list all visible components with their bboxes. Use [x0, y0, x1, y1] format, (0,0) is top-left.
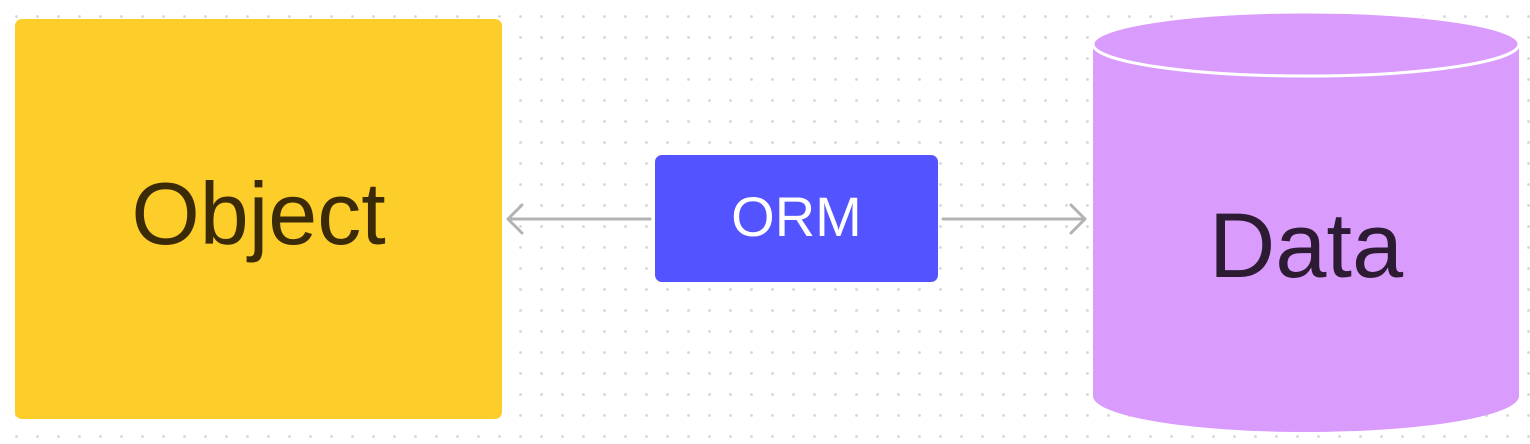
object-node-label: Object: [131, 164, 386, 263]
orm-node[interactable]: ORM: [655, 155, 938, 282]
edge-orm-to-object-arrowhead: [506, 203, 524, 235]
data-node-label: Data: [1208, 195, 1404, 297]
data-node-cylinder[interactable]: [1090, 6, 1522, 438]
edge-orm-to-data: [941, 203, 1087, 235]
object-node[interactable]: Object: [15, 19, 502, 419]
edge-orm-to-object: [506, 203, 652, 235]
orm-node-label: ORM: [731, 184, 862, 248]
cylinder-body: [1093, 44, 1519, 432]
cylinder-top: [1091, 10, 1521, 78]
edge-orm-to-data-arrowhead: [1069, 203, 1087, 235]
